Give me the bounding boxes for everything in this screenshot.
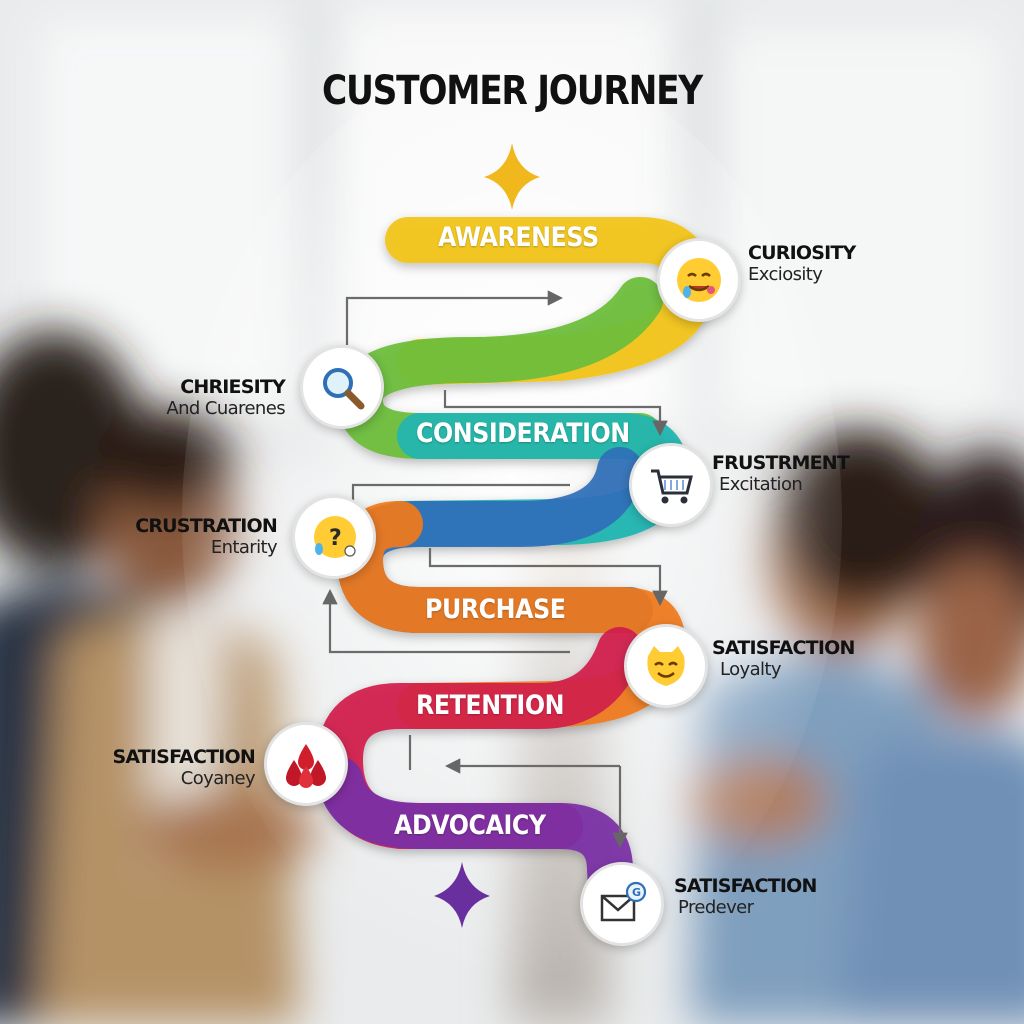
envelope-icon: G [580, 862, 664, 946]
emotion-label: SATISFACTION Loyalty [712, 638, 855, 681]
emotion-label: SATISFACTION Coyaney [112, 747, 255, 790]
stage-retention-label: RETENTION [416, 690, 564, 721]
shopping-cart-icon [629, 443, 713, 527]
emotion-heading: FRUSTRMENT [712, 453, 849, 475]
emotion-heading: CRUSTRATION [135, 516, 277, 538]
emotion-heading: SATISFACTION [712, 638, 855, 660]
confused-face-icon: ? [292, 495, 376, 579]
svg-text:G: G [632, 886, 641, 899]
emotion-sub: Coyaney [112, 769, 255, 790]
magnifier-icon [300, 345, 384, 429]
stage-purchase-label: PURCHASE [425, 594, 566, 625]
emotion-heading: SATISFACTION [112, 747, 255, 769]
emotion-sub: Entarity [135, 538, 277, 559]
smiling-cat-icon [624, 624, 708, 708]
emotion-label: SATISFACTION Predever [674, 876, 817, 919]
stage-awareness-label: AWARENESS [438, 222, 599, 253]
page-title: CUSTOMER JOURNEY [72, 68, 953, 114]
emotion-label: CHRIESITY And Cuarenes [166, 377, 285, 420]
emotion-sub: Predever [674, 898, 817, 919]
blood-drops-icon [264, 722, 348, 806]
emotion-sub: Loyalty [712, 660, 855, 681]
stage-advocacy-label: ADVOCAICY [394, 810, 546, 841]
emotion-sub: And Cuarenes [166, 399, 285, 420]
svg-text:?: ? [329, 526, 342, 551]
emotion-label: CRUSTRATION Entarity [135, 516, 277, 559]
drooling-face-icon [657, 238, 741, 322]
emotion-heading: CHRIESITY [166, 377, 285, 399]
emotion-heading: CURIOSITY [748, 243, 856, 265]
emotion-label: FRUSTRMENT Excitation [712, 453, 849, 496]
emotion-sub: Excitation [712, 475, 849, 496]
stage-consideration-label: CONSIDERATION [416, 418, 630, 449]
emotion-sub: Exciosity [748, 265, 856, 286]
emotion-label: CURIOSITY Exciosity [748, 243, 856, 286]
emotion-heading: SATISFACTION [674, 876, 817, 898]
